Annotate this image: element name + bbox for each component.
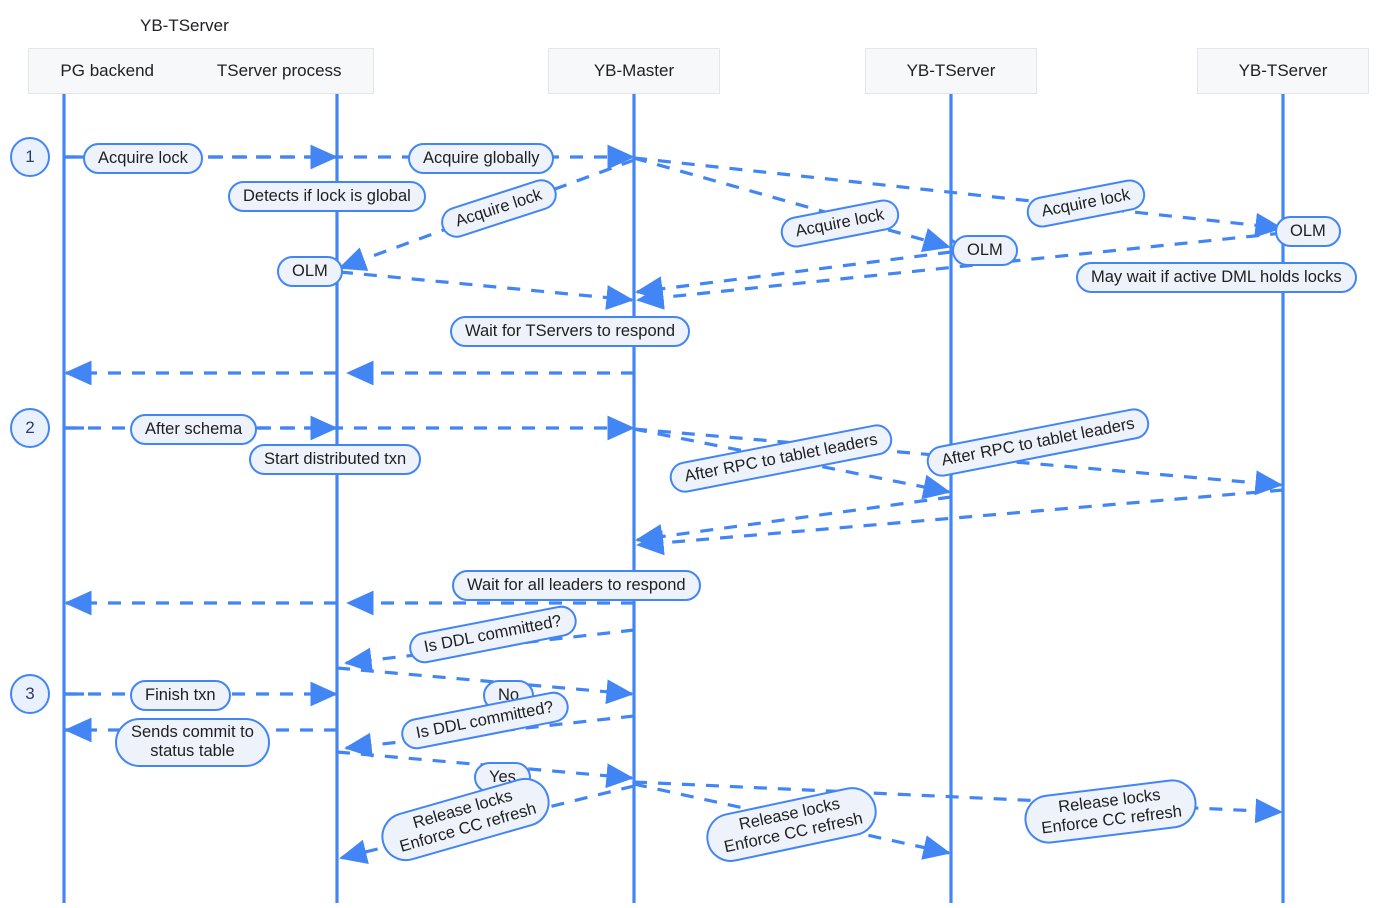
- message-pill-finish-txn: Finish txn: [130, 680, 231, 712]
- participant-box-tserver-group: PG backend TServer process: [28, 48, 374, 94]
- message-pill-acquire-lock-pg: Acquire lock: [83, 143, 203, 175]
- step-badge-2: 2: [10, 408, 50, 448]
- message-line-2: status table: [150, 742, 235, 761]
- participant-label-yb-tserver-2: YB-TServer: [906, 61, 996, 80]
- message-pill-olm-ts3: OLM: [1275, 216, 1341, 248]
- message-pill-may-wait-if-active-dml-holds-locks: May wait if active DML holds locks: [1076, 262, 1357, 294]
- step-badge-3: 3: [10, 674, 50, 714]
- message-pill-wait-for-tservers-to-respond: Wait for TServers to respond: [450, 316, 690, 348]
- message-pill-olm-tserver: OLM: [277, 256, 343, 288]
- message-line-1: Sends commit to: [131, 723, 254, 741]
- message-pill-start-distributed-txn: Start distributed txn: [249, 444, 422, 476]
- message-pill-olm-ts2: OLM: [952, 235, 1018, 267]
- message-pill-detects-if-lock-is-global: Detects if lock is global: [228, 181, 426, 213]
- participant-label-yb-master: YB-Master: [593, 61, 675, 80]
- group-title: YB-TServer: [140, 16, 229, 35]
- participant-label-pg-backend: PG backend: [60, 61, 154, 80]
- participant-box-yb-tserver-3: YB-TServer: [1197, 48, 1369, 94]
- message-pill-after-schema: After schema: [130, 414, 258, 446]
- participant-box-yb-tserver-2: YB-TServer: [865, 48, 1037, 94]
- participant-label-yb-tserver-3: YB-TServer: [1238, 61, 1328, 80]
- message-pill-acquire-globally: Acquire globally: [408, 143, 555, 175]
- message-pill-wait-for-all-leaders-to-respond: Wait for all leaders to respond: [452, 570, 701, 602]
- step-badge-1: 1: [10, 137, 50, 177]
- participant-box-yb-master: YB-Master: [548, 48, 720, 94]
- message-pill-sends-commit-to-status-table: Sends commit to status table: [115, 718, 270, 767]
- participant-label-tserver-process: TServer process: [216, 61, 342, 80]
